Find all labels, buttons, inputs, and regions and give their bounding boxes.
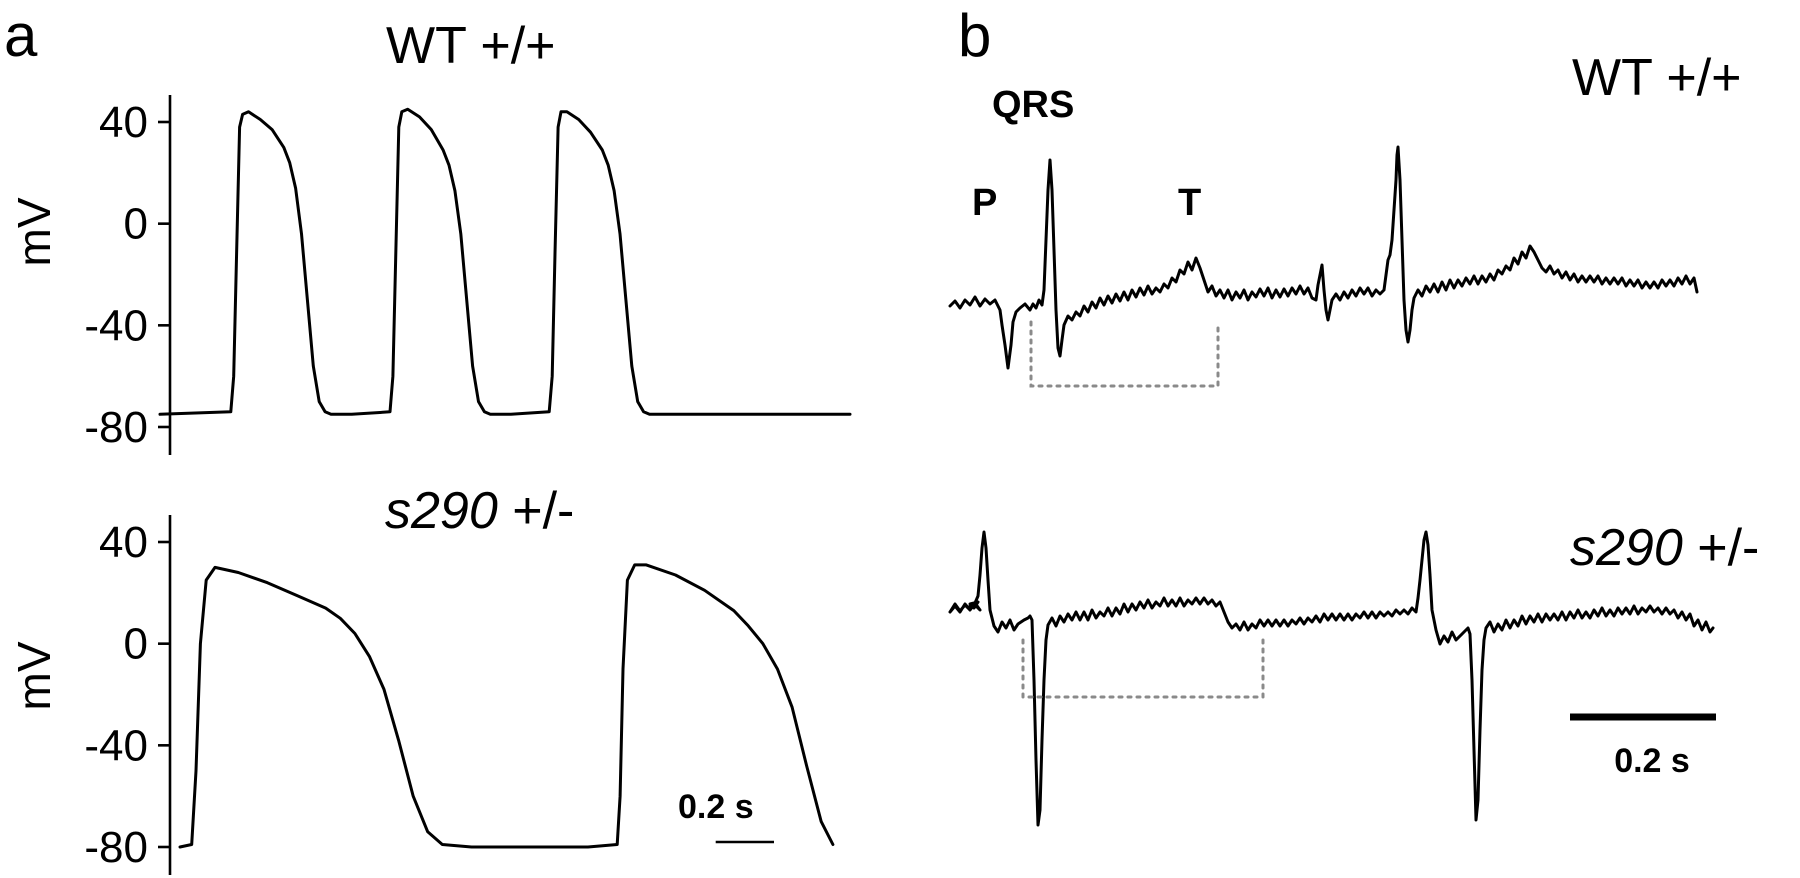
panel-b-scale-label: 0.2 s: [1614, 742, 1690, 780]
panel-a-top-y-axis: 40 0 -40 -80: [84, 95, 172, 455]
p-wave-label: P: [972, 182, 997, 224]
y-tick-label: -40: [84, 721, 148, 770]
panel-b-bottom-title-suffix: +/-: [1683, 519, 1760, 577]
panel-a-top-ylabel: mV: [8, 197, 60, 266]
panel-b-bottom-qt-bracket: [1021, 638, 1265, 699]
y-tick-label: 0: [124, 620, 148, 669]
panel-a-bottom-ylabel: mV: [8, 641, 60, 710]
panel-a-bottom-trace: [178, 563, 835, 849]
panel-b-bottom-ecg-trace: [948, 530, 1715, 827]
y-tick-label: 40: [99, 98, 148, 147]
panel-letter-b: b: [958, 2, 991, 69]
y-tick-label: 40: [99, 518, 148, 567]
panel-b-bottom-title: s290 +/-: [1570, 519, 1759, 577]
y-tick-label: -80: [84, 403, 148, 452]
panel-a-bottom-y-axis: 40 0 -40 -80: [84, 515, 172, 875]
y-tick-label: -80: [84, 823, 148, 872]
panel-b-top-ecg-trace: [948, 145, 1699, 370]
y-tick-label: 0: [124, 200, 148, 249]
y-tick-label: -40: [84, 301, 148, 350]
panel-letter-a: a: [4, 2, 38, 69]
panel-a-top-title-main: WT: [386, 17, 466, 75]
panel-a-bottom-title: s290 +/-: [385, 482, 574, 540]
panel-a-scale-label: 0.2 s: [678, 788, 754, 826]
panel-b-bottom-title-italic: s290: [1570, 519, 1683, 577]
qrs-label: QRS: [992, 84, 1074, 126]
panel-b-top-title: WT +/+: [1572, 49, 1742, 107]
t-wave-label: T: [1178, 182, 1201, 224]
panel-a-bottom-title-suffix: +/-: [498, 482, 575, 540]
panel-a-top-title: WT +/+: [386, 17, 556, 75]
panel-a-bottom-title-italic: s290: [385, 482, 498, 540]
panel-a-top-title-suffix: +/+: [466, 17, 556, 75]
panel-a-top-trace: [158, 107, 852, 416]
panel-b-top-qt-bracket: [1029, 320, 1220, 388]
